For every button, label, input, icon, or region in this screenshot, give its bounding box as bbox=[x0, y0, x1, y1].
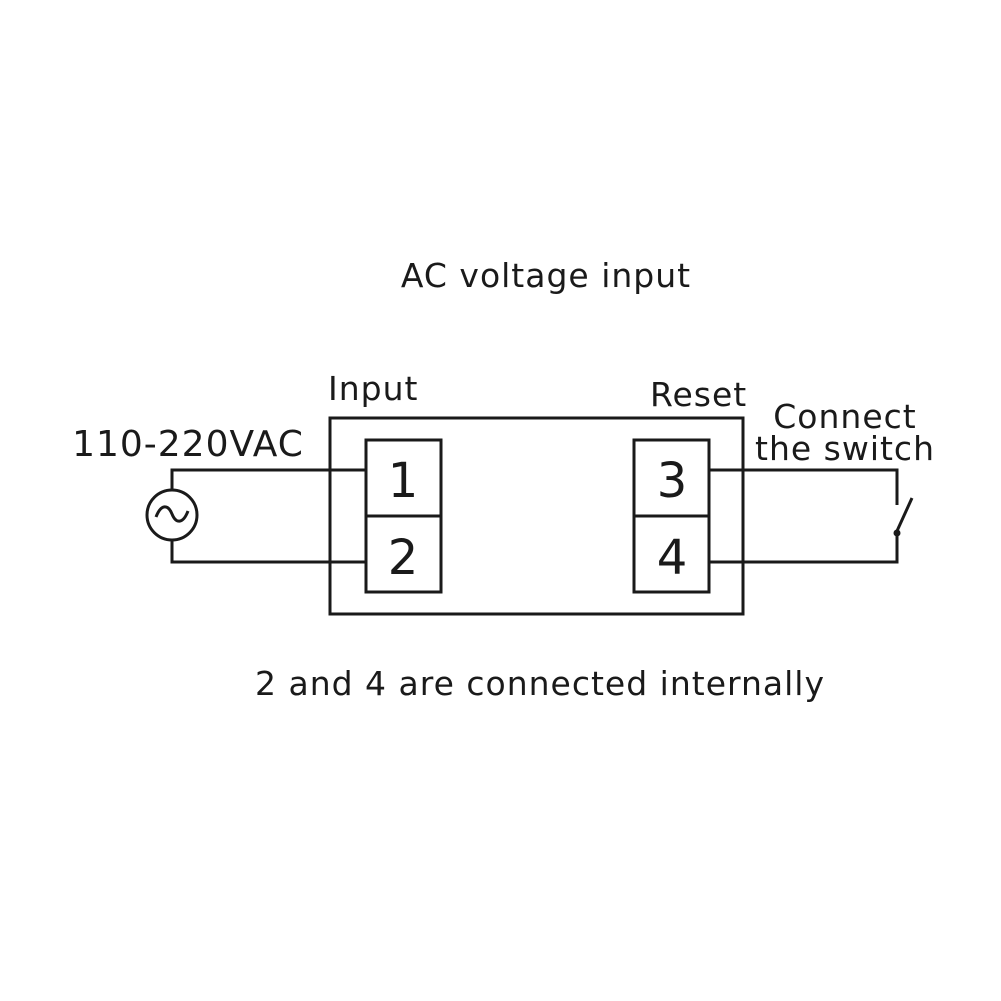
diagram-title: AC voltage input bbox=[401, 256, 691, 295]
terminal-block-left bbox=[364, 438, 443, 594]
terminal-2: 2 bbox=[388, 530, 419, 586]
terminal-3: 3 bbox=[657, 453, 688, 509]
terminal-block-right bbox=[632, 438, 711, 594]
reset-label: Reset bbox=[650, 375, 747, 414]
switch-label-line2: the switch bbox=[755, 429, 935, 468]
supply-voltage-label: 110-220VAC bbox=[72, 424, 304, 465]
wire-terminal-3 bbox=[709, 468, 899, 505]
switch-label-line1: Connect bbox=[773, 397, 916, 436]
terminal-4: 4 bbox=[657, 530, 688, 586]
device-housing bbox=[328, 416, 745, 616]
switch-icon bbox=[893, 497, 914, 537]
wire-terminal-2 bbox=[170, 540, 366, 564]
input-label: Input bbox=[328, 369, 418, 408]
terminal-1: 1 bbox=[388, 453, 419, 509]
wire-terminal-4 bbox=[709, 536, 899, 564]
wire-terminal-1 bbox=[170, 468, 366, 490]
internal-connection-note: 2 and 4 are connected internally bbox=[255, 664, 825, 703]
ac-source-icon bbox=[145, 488, 199, 542]
